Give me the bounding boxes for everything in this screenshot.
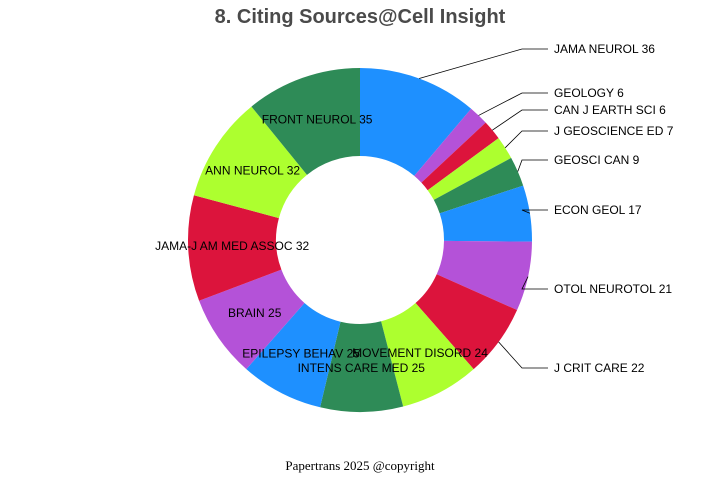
- slice-otol-neurotol: [436, 240, 532, 311]
- slice-j-crit-care: [415, 274, 518, 370]
- slice-label-brain: BRAIN 25: [228, 306, 282, 320]
- leader-line-geology: [478, 92, 548, 116]
- slice-label-intens-care-med: INTENS CARE MED 25: [298, 361, 426, 375]
- slice-econ-geol: [439, 185, 533, 242]
- leader-line-otol-neurotol: [521, 276, 548, 290]
- slice-jama-neurol: [360, 68, 472, 176]
- leader-lines-group: [419, 48, 548, 369]
- slice-epilepsy-behav: [246, 303, 341, 408]
- slice-j-geoscience-ed: [427, 138, 512, 200]
- leader-line-j-crit-care: [498, 341, 548, 369]
- slice-label-otol-neurotol: OTOL NEUROTOL 21: [554, 282, 672, 296]
- slice-brain: [199, 269, 305, 370]
- slice-label-epilepsy-behav: EPILEPSY BEHAV 25: [242, 347, 360, 361]
- slice-can-j-earth-sci: [421, 122, 499, 191]
- leader-line-geosci-can: [517, 159, 548, 172]
- slice-label-jama-neurol: JAMA NEUROL 36: [554, 42, 655, 56]
- leader-line-j-geoscience-ed: [504, 130, 548, 149]
- slice-label-econ-geol: ECON GEOL 17: [554, 203, 642, 217]
- slice-label-can-j-earth-sci: CAN J EARTH SCI 6: [554, 103, 666, 117]
- slice-movement-disord: [381, 303, 474, 407]
- footer-copyright: Papertrans 2025 @copyright: [285, 458, 435, 473]
- slice-label-j-crit-care: J CRIT CARE 22: [554, 361, 645, 375]
- slice-front-neurol: [251, 68, 360, 175]
- slice-intens-care-med: [320, 321, 404, 412]
- slice-geosci-can: [433, 157, 524, 214]
- slice-label-front-neurol: FRONT NEUROL 35: [262, 112, 373, 126]
- slices-group: [188, 68, 533, 412]
- chart-title: 8. Citing Sources@Cell Insight: [214, 6, 506, 28]
- leader-line-jama-neurol: [419, 48, 548, 79]
- slice-label-ann-neurol: ANN NEUROL 32: [205, 163, 300, 177]
- slice-label-j-geoscience-ed: J GEOSCIENCE ED 7: [554, 124, 674, 138]
- labels-group: JAMA NEUROL 36 GEOLOGY 6 CAN J EARTH SCI 6…: [155, 42, 674, 375]
- slice-label-movement-disord: MOVEMENT DISORD 24: [352, 346, 488, 360]
- slice-label-geology: GEOLOGY 6: [554, 86, 624, 100]
- slice-label-jama-j-am-med-assoc: JAMA-J AM MED ASSOC 32: [155, 239, 309, 253]
- leader-line-can-j-earth-sci: [492, 109, 548, 131]
- slice-label-geosci-can: GEOSCI CAN 9: [554, 153, 640, 167]
- slice-ann-neurol: [193, 106, 307, 219]
- leader-line-econ-geol: [521, 209, 548, 214]
- slice-geology: [414, 108, 486, 183]
- slice-jama-j-am-med-assoc: [188, 195, 282, 301]
